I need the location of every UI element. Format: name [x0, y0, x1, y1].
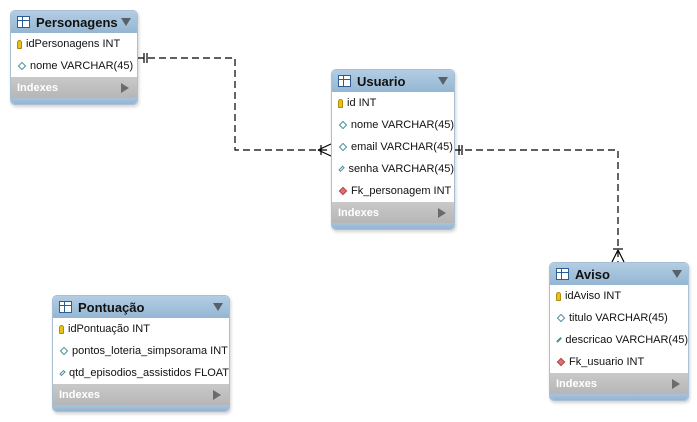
- indexes-bar[interactable]: Indexes: [53, 384, 229, 405]
- table-title: Pontuação: [78, 299, 145, 315]
- primary-key-icon: [556, 291, 561, 301]
- column-label: senha VARCHAR(45): [348, 163, 454, 175]
- table-header[interactable]: Aviso: [550, 263, 688, 285]
- column-label: idPersonagens INT: [26, 38, 121, 50]
- collapse-arrow-icon[interactable]: [121, 18, 131, 26]
- column-row[interactable]: Fk_personagem INT: [332, 180, 454, 202]
- column-row[interactable]: idAviso INT: [550, 285, 688, 307]
- expand-arrow-icon[interactable]: [213, 389, 221, 400]
- table-title: Aviso: [575, 266, 610, 282]
- relationship-usuario-aviso[interactable]: [454, 145, 625, 263]
- indexes-bar[interactable]: Indexes: [550, 373, 688, 394]
- column-row[interactable]: senha VARCHAR(45): [332, 158, 454, 180]
- column-row[interactable]: pontos_loteria_simpsorama INT: [53, 340, 229, 362]
- collapse-arrow-icon[interactable]: [438, 77, 448, 85]
- table-header[interactable]: Personagens: [11, 11, 137, 33]
- column-row[interactable]: idPontuação INT: [53, 318, 229, 340]
- table-header[interactable]: Usuario: [332, 70, 454, 92]
- column-row[interactable]: Fk_usuario INT: [550, 351, 688, 373]
- indexes-bar[interactable]: Indexes: [332, 202, 454, 223]
- column-diamond-icon: [556, 337, 563, 343]
- column-label: titulo VARCHAR(45): [569, 312, 668, 324]
- foreign-key-icon: [556, 357, 566, 367]
- table-footer: [550, 394, 688, 400]
- column-row[interactable]: qtd_episodios_assistidos FLOAT: [53, 362, 229, 384]
- column-diamond-icon: [17, 61, 27, 71]
- primary-key-icon: [59, 324, 64, 334]
- column-label: idAviso INT: [565, 290, 622, 302]
- column-row[interactable]: nome VARCHAR(45): [332, 114, 454, 136]
- column-diamond-icon: [59, 346, 69, 356]
- table-pontuacao[interactable]: Pontuação idPontuação INT pontos_loteria…: [52, 295, 230, 412]
- column-label: id INT: [347, 97, 377, 109]
- relationship-personagens-usuario[interactable]: [137, 53, 332, 157]
- column-diamond-icon: [338, 165, 346, 173]
- column-diamond-icon: [556, 313, 566, 323]
- table-personagens[interactable]: Personagens idPersonagens INT nome VARCH…: [10, 10, 138, 105]
- column-label: descricao VARCHAR(45): [565, 334, 688, 346]
- primary-key-icon: [17, 39, 22, 49]
- table-title: Usuario: [357, 73, 406, 89]
- expand-arrow-icon[interactable]: [672, 378, 680, 389]
- table-icon: [17, 16, 30, 28]
- table-icon: [556, 268, 569, 280]
- table-usuario[interactable]: Usuario id INT nome VARCHAR(45) email VA…: [331, 69, 455, 230]
- column-row[interactable]: nome VARCHAR(45): [11, 55, 137, 77]
- column-label: nome VARCHAR(45): [30, 60, 134, 72]
- indexes-label: Indexes: [59, 388, 100, 401]
- column-label: idPontuação INT: [68, 323, 150, 335]
- table-icon: [338, 75, 351, 87]
- table-aviso[interactable]: Aviso idAviso INT titulo VARCHAR(45) des…: [549, 262, 689, 401]
- expand-arrow-icon[interactable]: [121, 82, 129, 93]
- collapse-arrow-icon[interactable]: [213, 303, 223, 311]
- column-label: Fk_usuario INT: [569, 356, 645, 368]
- column-label: Fk_personagem INT: [351, 185, 452, 197]
- table-icon: [59, 301, 72, 313]
- indexes-bar[interactable]: Indexes: [11, 77, 137, 98]
- column-diamond-icon: [338, 120, 348, 130]
- table-header[interactable]: Pontuação: [53, 296, 229, 318]
- table-footer: [11, 98, 137, 104]
- column-row[interactable]: titulo VARCHAR(45): [550, 307, 688, 329]
- indexes-label: Indexes: [556, 377, 597, 390]
- column-label: pontos_loteria_simpsorama INT: [72, 345, 228, 357]
- column-row[interactable]: id INT: [332, 92, 454, 114]
- foreign-key-icon: [338, 186, 348, 196]
- column-diamond-icon: [59, 369, 66, 377]
- column-label: email VARCHAR(45): [351, 141, 453, 153]
- column-row[interactable]: idPersonagens INT: [11, 33, 137, 55]
- indexes-label: Indexes: [17, 81, 58, 94]
- collapse-arrow-icon[interactable]: [672, 270, 682, 278]
- primary-key-icon: [338, 98, 343, 108]
- table-title: Personagens: [36, 14, 118, 30]
- expand-arrow-icon[interactable]: [438, 207, 446, 218]
- indexes-label: Indexes: [338, 206, 379, 219]
- table-footer: [53, 405, 229, 411]
- table-footer: [332, 223, 454, 229]
- column-diamond-icon: [338, 142, 348, 152]
- column-label: nome VARCHAR(45): [350, 119, 454, 131]
- column-row[interactable]: descricao VARCHAR(45): [550, 329, 688, 351]
- column-label: qtd_episodios_assistidos FLOAT: [69, 367, 229, 379]
- column-row[interactable]: email VARCHAR(45): [332, 136, 454, 158]
